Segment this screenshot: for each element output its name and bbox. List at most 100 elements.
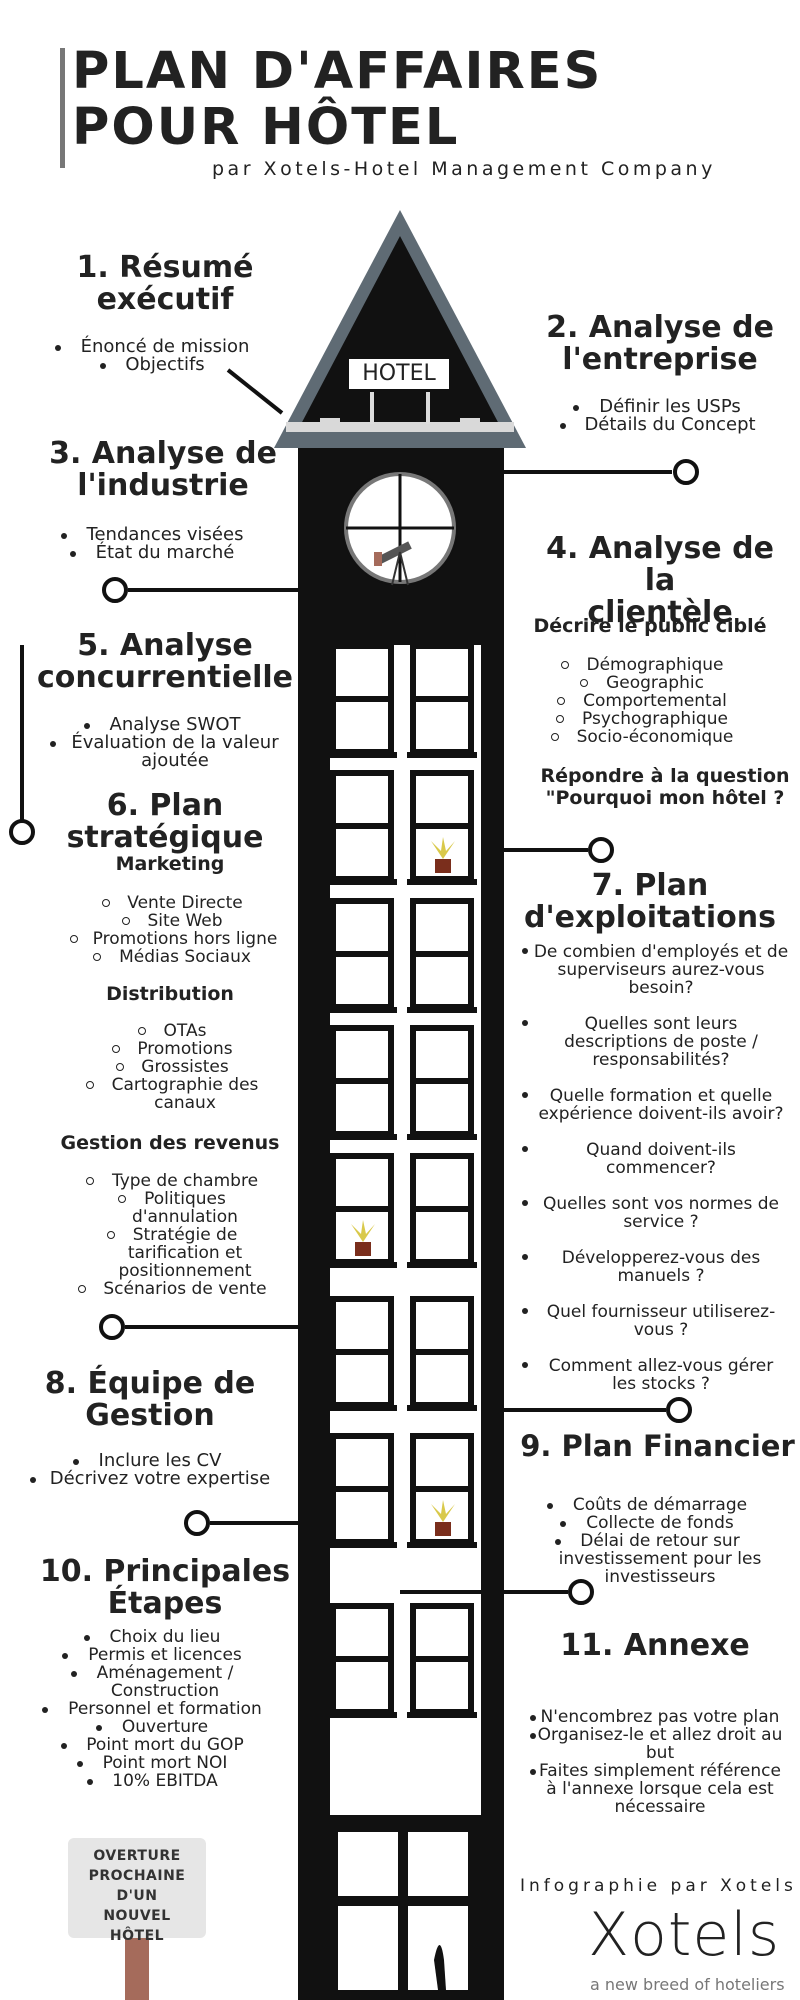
section-2-title: 2. Analyse de l'entreprise bbox=[546, 310, 774, 377]
opening-sign-text: OVERTURE PROCHAINE D'UN NOUVEL HÔTEL bbox=[88, 1848, 186, 1944]
list-item: Scénarios de vente bbox=[70, 1280, 300, 1298]
section-8-title: 8. Équipe de Gestion bbox=[44, 1366, 256, 1433]
window bbox=[327, 898, 397, 1013]
list-item: Faites simplement référence bbox=[530, 1762, 790, 1780]
list-item: Démographique bbox=[540, 656, 770, 674]
list-item: investissement pour les bbox=[558, 1549, 762, 1569]
section-2-list: Définir les USPs Détails du Concept bbox=[560, 398, 780, 434]
xotels-tagline: a new breed of hoteliers bbox=[590, 1975, 785, 1994]
section-3-list: Tendances visées État du marché bbox=[40, 526, 290, 562]
list-item: Type de chambre bbox=[70, 1172, 300, 1190]
list-item: Site Web bbox=[70, 912, 300, 930]
section-6-marketing-list: Vente Directe Site Web Promotions hors l… bbox=[70, 894, 300, 966]
window bbox=[407, 1603, 477, 1718]
window bbox=[407, 643, 477, 758]
list-item: Construction bbox=[110, 1681, 220, 1701]
section-5-title: 5. Analyse concurrentielle bbox=[36, 628, 294, 695]
section-10-list: Choix du lieu Permis et licences Aménage… bbox=[40, 1628, 290, 1790]
window bbox=[407, 1153, 477, 1268]
infographic-credit: Infographie par Xotels bbox=[520, 1876, 797, 1896]
list-item: Décrivez votre expertise bbox=[30, 1470, 290, 1488]
title-line-1: PLAN D'AFFAIRES bbox=[72, 42, 603, 101]
page-subtitle: par Xotels-Hotel Management Company bbox=[212, 158, 716, 180]
list-item: tarification et bbox=[127, 1243, 243, 1263]
list-item: N'encombrez pas votre plan bbox=[530, 1708, 790, 1726]
list-item: Définir les USPs bbox=[560, 398, 780, 416]
telescope-icon bbox=[374, 541, 412, 586]
list-item: Ouverture bbox=[40, 1718, 290, 1736]
section-6-revenue-list: Type de chambre Politiques d'annulation … bbox=[70, 1172, 300, 1298]
window bbox=[407, 1433, 477, 1548]
roof-inner bbox=[300, 236, 500, 426]
list-item: OTAs bbox=[70, 1022, 300, 1040]
section-8-list: Inclure les CV Décrivez votre expertise bbox=[30, 1452, 290, 1488]
section-6-title: 6. Plan stratégique bbox=[66, 788, 264, 855]
list-item: Délai de retour sur bbox=[540, 1532, 780, 1550]
list-item: Permis et licences bbox=[40, 1646, 290, 1664]
page-title: PLAN D'AFFAIRES POUR HÔTEL bbox=[72, 44, 602, 156]
list-item: à l'annexe lorsque cela est bbox=[546, 1779, 774, 1799]
list-item: d'annulation bbox=[132, 1207, 238, 1227]
section-5-list: Analyse SWOT Évaluation de la valeur ajo… bbox=[50, 716, 300, 770]
section-4-question: Répondre à la question "Pourquoi mon hôt… bbox=[540, 765, 790, 809]
section-6-revenue: Gestion des revenus bbox=[60, 1132, 280, 1154]
section-11-list: N'encombrez pas votre plan Organisez-le … bbox=[530, 1708, 790, 1816]
window bbox=[327, 1025, 397, 1140]
list-item: ajoutée bbox=[141, 750, 209, 771]
list-item: Politiques bbox=[70, 1190, 300, 1208]
window bbox=[407, 770, 477, 885]
list-item: Comportemental bbox=[540, 692, 770, 710]
list-item: Personnel et formation bbox=[40, 1700, 290, 1718]
list-item: Vente Directe bbox=[70, 894, 300, 912]
window bbox=[327, 643, 397, 758]
section-3-title: 3. Analyse de l'industrie bbox=[49, 436, 277, 503]
section-9-list: Coûts de démarrage Collecte de fonds Dél… bbox=[540, 1496, 780, 1586]
list-item: Énoncé de mission bbox=[30, 338, 300, 356]
window bbox=[407, 898, 477, 1013]
window bbox=[407, 1025, 477, 1140]
list-item: Stratégie de bbox=[70, 1226, 300, 1244]
title-line-2: POUR HÔTEL bbox=[72, 98, 460, 157]
list-item: Point mort du GOP bbox=[40, 1736, 290, 1754]
section-7-question-7: Quel fournisseur utiliserez-vous ? bbox=[546, 1302, 776, 1340]
window bbox=[327, 1603, 397, 1718]
list-item: investisseurs bbox=[604, 1567, 716, 1587]
list-item: Promotions bbox=[70, 1040, 300, 1058]
list-item: Choix du lieu bbox=[40, 1628, 290, 1646]
section-6-distribution-list: OTAs Promotions Grossistes Cartographie … bbox=[70, 1022, 300, 1112]
list-item: Promotions hors ligne bbox=[70, 930, 300, 948]
plant-pot-icon bbox=[435, 1522, 451, 1536]
section-4-title: 4. Analyse de la clientèle bbox=[546, 531, 774, 630]
window bbox=[327, 1296, 397, 1411]
list-item: Analyse SWOT bbox=[50, 716, 300, 734]
window bbox=[327, 1153, 397, 1268]
section-4-subtitle: Décrire le public ciblé bbox=[533, 615, 767, 637]
section-6-distribution: Distribution bbox=[106, 983, 234, 1005]
list-item: Inclure les CV bbox=[30, 1452, 290, 1470]
title-accent-bar bbox=[60, 48, 65, 168]
window bbox=[327, 770, 397, 885]
list-item: Détails du Concept bbox=[560, 416, 780, 434]
list-item: État du marché bbox=[40, 544, 290, 562]
window bbox=[327, 1433, 397, 1548]
list-item: Médias Sociaux bbox=[70, 948, 300, 966]
list-item: Organisez-le et allez droit au bbox=[530, 1726, 790, 1744]
window-grid bbox=[327, 643, 477, 1718]
section-6-marketing: Marketing bbox=[115, 853, 225, 875]
section-11-title: 11. Annexe bbox=[560, 1628, 750, 1663]
list-item: Point mort NOI bbox=[40, 1754, 290, 1772]
list-item: Objectifs bbox=[30, 356, 300, 374]
list-item: but bbox=[645, 1743, 675, 1763]
section-7-title: 7. Plan d'exploitations bbox=[523, 868, 777, 935]
door-plant-icon bbox=[434, 1945, 446, 1990]
list-item: positionnement bbox=[118, 1261, 252, 1281]
list-item: Cartographie des bbox=[70, 1076, 300, 1094]
list-item: Évaluation de la valeur bbox=[50, 734, 300, 752]
sign-board bbox=[68, 1838, 206, 1938]
